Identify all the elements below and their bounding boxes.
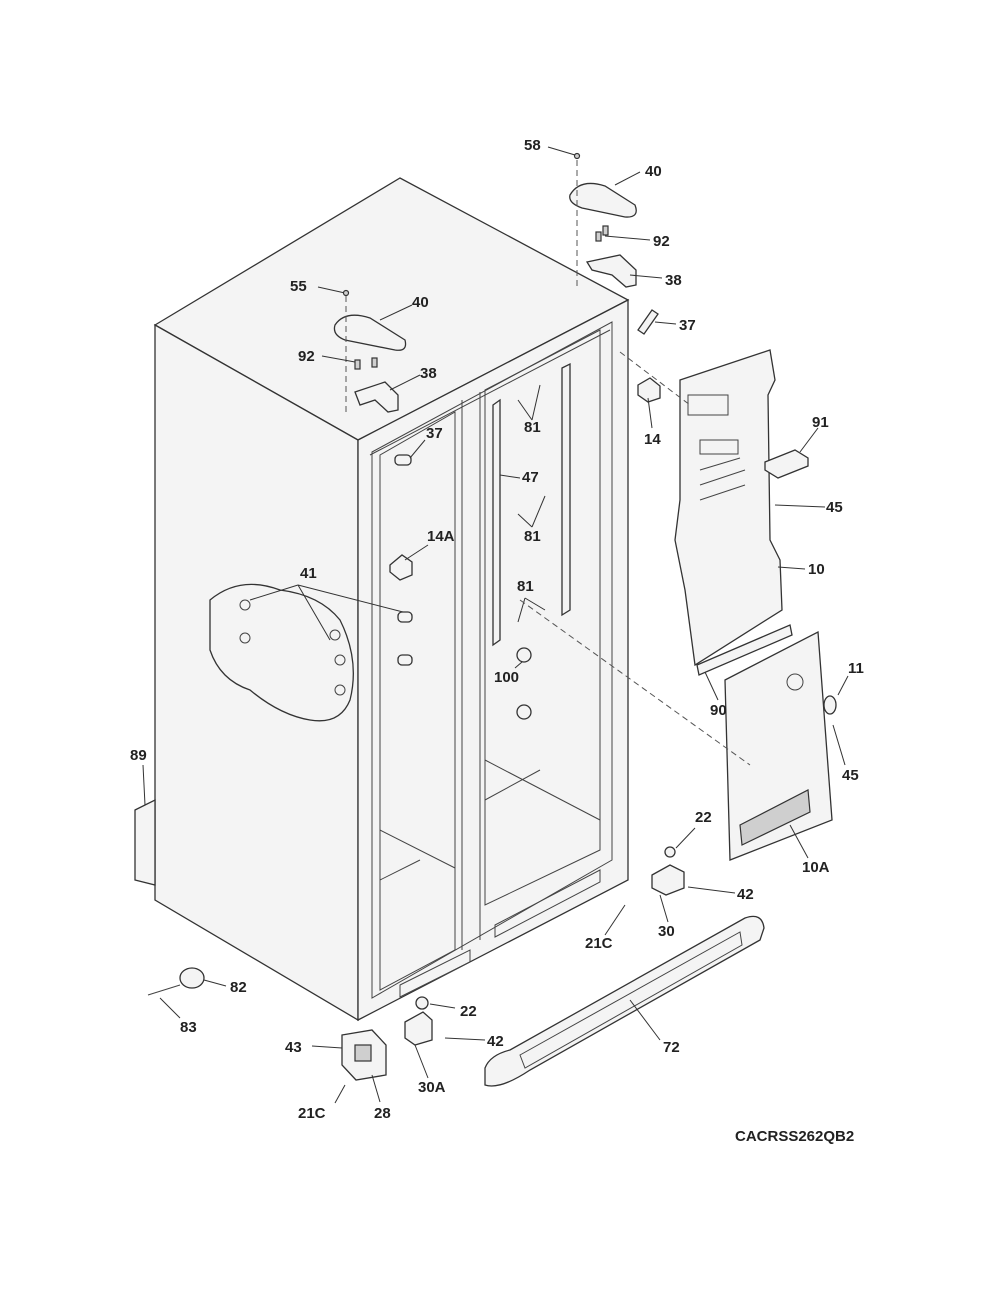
callout-81-top: 81 — [524, 419, 541, 436]
kickplate-72 — [484, 915, 765, 1087]
callout-40-right: 40 — [645, 163, 662, 180]
rear-panel-10 — [674, 349, 806, 667]
right-hinge-cover-40 — [569, 171, 641, 218]
strip-90 — [696, 624, 793, 701]
bracket-14a — [389, 544, 429, 581]
roller-82 — [147, 967, 227, 1019]
callout-92-left: 92 — [298, 348, 315, 365]
bushings-100 — [514, 647, 532, 720]
lower-panel-10a — [724, 630, 833, 861]
callout-22-right: 22 — [695, 809, 712, 826]
callout-10: 10 — [808, 561, 825, 578]
right-hinge-38 — [585, 254, 663, 288]
hinge-pins-37 — [394, 309, 677, 466]
callout-55: 55 — [290, 278, 307, 295]
screws-42 — [444, 886, 736, 1041]
callout-82: 82 — [230, 979, 247, 996]
side-bracket-89 — [134, 764, 156, 886]
callout-37-right: 37 — [679, 317, 696, 334]
hinge-30a — [404, 1011, 433, 1079]
callout-42-right: 42 — [737, 886, 754, 903]
callout-37-left: 37 — [426, 425, 443, 442]
callout-58: 58 — [524, 137, 541, 154]
callout-30a: 30A — [418, 1079, 446, 1096]
callout-38-right: 38 — [665, 272, 682, 289]
callout-45-lower: 45 — [842, 767, 859, 784]
shelf-support-47 — [492, 362, 571, 647]
callout-90: 90 — [710, 702, 727, 719]
callout-10a: 10A — [802, 859, 830, 876]
grommet-11 — [823, 675, 849, 715]
callout-72: 72 — [663, 1039, 680, 1056]
callout-11: 11 — [848, 660, 864, 677]
screws-45 — [774, 504, 846, 766]
callout-30: 30 — [658, 923, 675, 940]
screws-21c — [334, 904, 626, 1104]
callout-21c-right: 21C — [585, 935, 613, 952]
callout-43: 43 — [285, 1039, 302, 1056]
callout-81-low: 81 — [517, 578, 534, 595]
callout-81-mid: 81 — [524, 528, 541, 545]
callout-89: 89 — [130, 747, 147, 764]
callout-14a: 14A — [427, 528, 455, 545]
callout-22-left: 22 — [460, 1003, 477, 1020]
left-hinge-cover-40 — [333, 304, 413, 351]
bracket-14 — [637, 377, 661, 429]
screws-81 — [517, 384, 546, 623]
callout-41: 41 — [300, 565, 317, 582]
clip-91 — [764, 427, 819, 479]
hinge-30 — [651, 864, 685, 923]
callout-40-left: 40 — [412, 294, 429, 311]
callout-28: 28 — [374, 1105, 391, 1122]
callout-labels: 58 40 92 38 37 55 40 92 38 37 14 91 45 8… — [130, 137, 864, 1122]
washers-22 — [415, 827, 696, 1010]
callout-91: 91 — [812, 414, 829, 431]
callout-100: 100 — [494, 669, 519, 686]
left-hinge-38 — [354, 374, 421, 413]
model-code: CACRSS262QB2 — [735, 1128, 854, 1145]
callout-42-left: 42 — [487, 1033, 504, 1050]
callout-83: 83 — [180, 1019, 197, 1036]
callout-45-upper: 45 — [826, 499, 843, 516]
plugs-41 — [249, 584, 413, 666]
callout-38-left: 38 — [420, 365, 437, 382]
callout-47: 47 — [522, 469, 539, 486]
callout-92-right: 92 — [653, 233, 670, 250]
callout-14: 14 — [644, 431, 661, 448]
callout-21c-left: 21C — [298, 1105, 326, 1122]
hinge-screws — [317, 146, 651, 412]
leveler-bracket-43 — [311, 1029, 387, 1103]
